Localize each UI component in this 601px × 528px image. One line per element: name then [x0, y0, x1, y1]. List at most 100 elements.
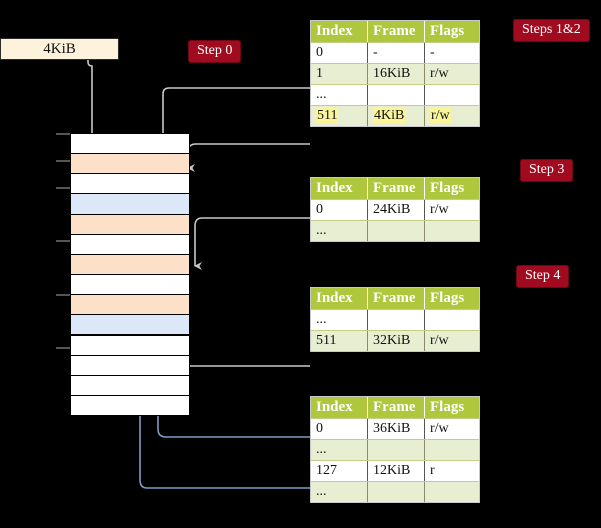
memory-frame-row — [70, 253, 190, 276]
table-cell: 511 — [311, 106, 368, 126]
badge-step-4: Step 4 — [516, 265, 570, 288]
badge-step-0: Step 0 — [188, 40, 242, 63]
memory-frame-row — [70, 354, 190, 376]
table-cell: 12KiB — [368, 461, 425, 481]
column-header-flags: Flags — [430, 23, 465, 39]
column-header-index: Index — [311, 178, 368, 199]
table-cell: 36KiB — [368, 419, 425, 439]
badge-step-3: Step 3 — [520, 159, 574, 182]
badge-step-0-label: Step 0 — [197, 43, 233, 58]
highlighted-value: 511 — [316, 108, 339, 123]
memory-frame-row — [70, 193, 190, 215]
column-header-index: Index — [311, 288, 368, 309]
table-cell — [368, 85, 425, 105]
memory-frame-row — [70, 294, 190, 316]
badge-steps-1-2: Steps 1&2 — [513, 19, 590, 42]
table-cell: ... — [311, 85, 368, 105]
frame-tick-mark — [56, 133, 70, 135]
column-header-flags: Flags — [430, 180, 465, 196]
table-cell — [425, 85, 479, 105]
table-cell: 0 — [311, 419, 368, 439]
table-cell — [368, 440, 425, 460]
column-header-frame: Frame — [368, 397, 425, 418]
table-cell: - — [368, 43, 425, 63]
badge-steps-1-2-label: Steps 1&2 — [522, 22, 581, 37]
column-header-frame: Frame — [368, 288, 425, 309]
physical-memory-column — [56, 133, 190, 417]
column-header-frame: Frame — [368, 178, 425, 199]
table-row[interactable]: ... — [311, 309, 479, 330]
table-row[interactable]: ... — [311, 84, 479, 105]
table-cell — [425, 482, 479, 502]
table-row[interactable]: 0-- — [311, 42, 479, 63]
table-cell: r/w — [430, 66, 449, 81]
memory-frame-row — [70, 153, 190, 175]
table-cell: 0 — [311, 43, 368, 63]
wire-step4 — [176, 316, 310, 367]
table-cell: ... — [311, 221, 368, 241]
frame-tick-mark — [56, 159, 70, 162]
table-cell: r/w — [430, 333, 449, 348]
memory-frame-row — [70, 334, 190, 356]
table-cell: - — [430, 45, 435, 60]
column-header-index: Index — [311, 397, 368, 418]
column-header-index: Index — [311, 21, 368, 42]
source-frame-label: 4KiB — [43, 40, 76, 57]
highlighted-value: r/w — [430, 108, 451, 123]
table-cell: 4KiB — [368, 106, 425, 126]
table-cell: r/w — [425, 106, 479, 126]
table-cell: ... — [311, 482, 368, 502]
table-cell: 32KiB — [368, 331, 425, 351]
table-row[interactable]: ... — [311, 439, 479, 460]
column-header-flags: Flags — [430, 290, 465, 306]
table-cell: 511 — [311, 331, 368, 351]
table-cell: 24KiB — [368, 200, 425, 220]
badge-step-4-label: Step 4 — [525, 268, 561, 283]
table-cell: 127 — [311, 461, 368, 481]
memory-frame-row — [70, 173, 190, 195]
table-row[interactable]: 511 4KiB r/w — [311, 105, 479, 126]
table-row[interactable]: ... — [311, 481, 479, 502]
frame-tick-mark — [56, 347, 70, 350]
source-frame-box: 4KiB — [0, 38, 119, 60]
memory-frame-row — [70, 374, 190, 396]
frame-tick-mark — [56, 293, 70, 296]
table-cell — [425, 440, 479, 460]
table-row[interactable]: ... — [311, 220, 479, 241]
memory-frame-row — [70, 133, 190, 155]
table-cell — [425, 221, 479, 241]
table-cell — [368, 310, 425, 330]
table-cell: 1 — [311, 64, 368, 84]
column-header-frame: Frame — [368, 21, 425, 42]
highlighted-value: 4KiB — [373, 108, 406, 123]
memory-frame-row — [70, 233, 190, 255]
memory-frame-row — [70, 213, 190, 235]
memory-frame-row — [70, 394, 190, 417]
table-cell: 16KiB — [368, 64, 425, 84]
table-cell: 0 — [311, 200, 368, 220]
table-cell: r — [430, 463, 435, 478]
frame-tick-mark — [56, 240, 70, 243]
memory-frame-row — [70, 274, 190, 296]
table-cell: r/w — [430, 202, 449, 217]
frame-tick-mark — [56, 186, 70, 189]
table-cell: ... — [311, 440, 368, 460]
table-cell — [368, 221, 425, 241]
table-cell — [368, 482, 425, 502]
column-header-flags: Flags — [430, 399, 465, 415]
table-cell: r/w — [430, 421, 449, 436]
wire-step3 — [194, 217, 310, 270]
badge-step-3-label: Step 3 — [529, 162, 565, 177]
table-cell — [425, 310, 479, 330]
